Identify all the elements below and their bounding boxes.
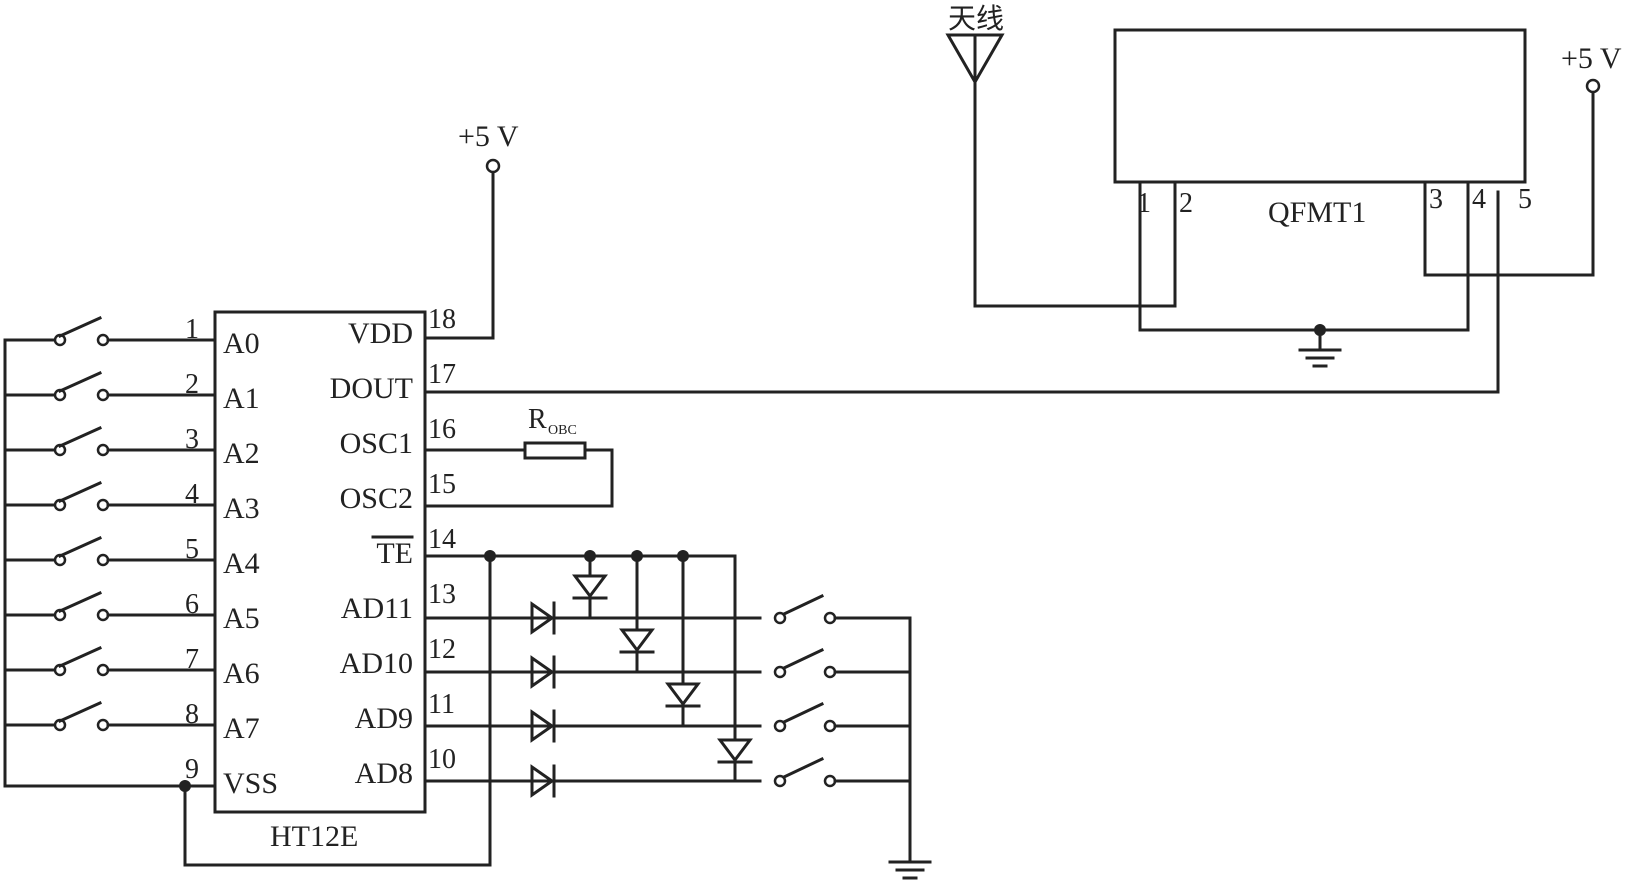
switch-ad9 [773,702,912,733]
switch-a0 [3,316,217,347]
switch-a3 [3,481,217,512]
diode-ad8 [530,764,556,798]
switch-ad11 [773,594,912,625]
vss-te-loop-wire [183,554,492,867]
diode-ad9 [530,709,556,743]
switch-a1 [3,371,217,402]
data-switches [773,594,932,880]
pin-label-a4: A4 [223,547,260,580]
ground-symbol-bottom [888,860,932,880]
module-vdd-terminal [1585,78,1601,94]
qfmt1-module-body [1113,28,1527,184]
module-name: QFMT1 [1268,196,1366,229]
diode-ad10 [530,655,556,689]
pin-label-ad10: AD10 [340,647,413,680]
pin-label-vdd: VDD [348,317,413,350]
pin-num-14: 14 [428,524,456,555]
chip-right-pin-numbers: 18 17 16 15 14 13 12 11 10 [428,304,456,775]
pin-num-10: 10 [428,744,456,775]
pin-num-16: 16 [428,414,456,445]
osc-resistor-network: R OBC [423,404,614,508]
pin-label-osc2: OSC2 [340,482,413,515]
vdd-terminal [485,158,501,174]
resistor-label-sub: OBC [548,423,577,438]
antenna: 天线 [945,3,1177,308]
module-pin-5: 5 [1518,184,1532,215]
pin-label-ad8: AD8 [355,757,413,790]
switch-a2 [3,426,217,457]
address-switches [3,316,492,867]
pin-num-17: 17 [428,359,456,390]
te-diode-ad9 [665,554,701,728]
te-diode-ad11 [572,554,608,620]
ht12e-chip-body [213,310,427,814]
pin-label-a7: A7 [223,712,260,745]
pin-label-vss: VSS [223,767,278,800]
pin-label-a0: A0 [223,327,260,360]
pin-num-12: 12 [428,634,456,665]
data-lines [423,601,762,798]
te-bus [423,550,737,562]
resistor-robc [523,441,587,460]
module-supply: +5 V [1423,42,1622,277]
pin-label-a5: A5 [223,602,260,635]
pin-num-11: 11 [428,689,455,720]
diode-ad11 [530,601,556,635]
pin-num-8: 8 [185,699,199,730]
dout-wire [423,190,1500,394]
module-vdd-label: +5 V [1561,42,1622,75]
module-pin-2: 2 [1179,188,1193,219]
pin-label-a3: A3 [223,492,260,525]
pin-num-13: 13 [428,579,456,610]
vdd-wire [423,170,495,340]
pin-num-4: 4 [185,479,199,510]
pin-num-15: 15 [428,469,456,500]
switch-ad10 [773,648,912,679]
module-pin-4: 4 [1472,184,1486,215]
pin-num-7: 7 [185,644,199,675]
te-diode-ad10 [619,554,655,674]
chip-left-pin-numbers: 1 2 3 4 5 6 7 8 9 [185,314,199,785]
pin-label-a6: A6 [223,657,260,690]
antenna-label: 天线 [948,3,1004,35]
module-pin-1: 1 [1137,188,1151,219]
te-diode-ad8 [717,554,753,783]
pin-num-1: 1 [185,314,199,345]
switch-a5 [3,591,217,622]
pin-num-5: 5 [185,534,199,565]
chip-name: HT12E [270,820,358,853]
pin-num-2: 2 [185,369,199,400]
pin-label-osc1: OSC1 [340,427,413,460]
resistor-label: R [528,404,547,435]
pin-num-18: 18 [428,304,456,335]
pin-num-3: 3 [185,424,199,455]
switch-a6 [3,646,217,677]
module-ground [1138,324,1470,368]
pin-label-dout: DOUT [330,372,413,405]
switch-ad8 [773,757,912,788]
pin-num-9: 9 [185,754,199,785]
chip-left-labels: A0 A1 A2 A3 A4 A5 A6 A7 VSS [223,327,278,800]
pin-label-a2: A2 [223,437,260,470]
pin-label-ad11: AD11 [341,592,413,625]
pin-label-ad9: AD9 [355,702,413,735]
pin-label-a1: A1 [223,382,260,415]
switch-a7 [3,701,217,732]
vdd-label: +5 V [458,120,519,153]
chip-right-labels: VDD DOUT OSC1 OSC2 TE AD11 AD10 AD9 AD8 [330,317,414,790]
pin-num-6: 6 [185,589,199,620]
switch-a4 [3,536,217,567]
pin-label-te: TE [376,537,413,570]
te-diodes [572,554,753,783]
module-pin-3: 3 [1429,184,1443,215]
